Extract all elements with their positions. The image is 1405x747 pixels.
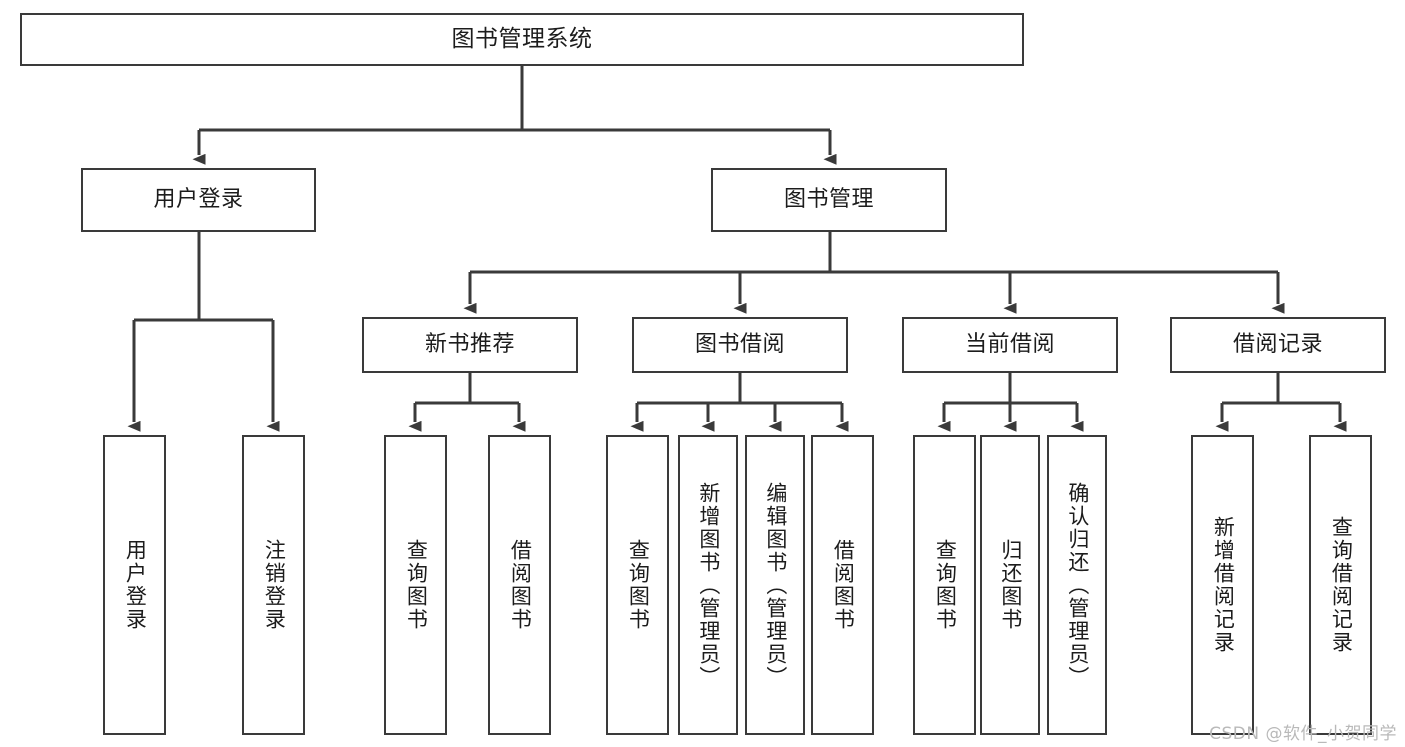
node-book-management-label: 图书管理	[783, 186, 874, 212]
leaf-add-book[interactable]: 新增图书（管理员）	[678, 435, 738, 735]
leaf-borrow-book-1-label: 借阅图书	[508, 539, 533, 631]
leaf-query-book-2[interactable]: 查询图书	[606, 435, 669, 735]
node-new-book-recommendation[interactable]: 新书推荐	[362, 317, 578, 373]
node-borrow-record-label: 借阅记录	[1232, 331, 1323, 357]
leaf-user-login-label: 用户登录	[123, 539, 148, 631]
leaf-query-borrow-record-label: 查询借阅记录	[1329, 516, 1354, 654]
leaf-borrow-book-1[interactable]: 借阅图书	[488, 435, 551, 735]
leaf-edit-book-label: 编辑图书（管理员）	[763, 481, 788, 689]
leaf-confirm-return-label: 确认归还（管理员）	[1065, 481, 1090, 689]
leaf-return-book[interactable]: 归还图书	[980, 435, 1040, 735]
node-book-borrow-label: 图书借阅	[694, 331, 785, 357]
leaf-query-book-2-label: 查询图书	[626, 539, 651, 631]
node-user-login-label: 用户登录	[153, 186, 244, 212]
leaf-add-borrow-record-label: 新增借阅记录	[1211, 516, 1236, 654]
leaf-query-book-1-label: 查询图书	[404, 539, 429, 631]
node-root-label: 图书管理系统	[451, 25, 593, 52]
node-book-management[interactable]: 图书管理	[711, 168, 947, 232]
node-book-borrow[interactable]: 图书借阅	[632, 317, 848, 373]
leaf-confirm-return[interactable]: 确认归还（管理员）	[1047, 435, 1107, 735]
leaf-return-book-label: 归还图书	[998, 539, 1023, 631]
leaf-borrow-book-2[interactable]: 借阅图书	[811, 435, 874, 735]
node-current-borrow[interactable]: 当前借阅	[902, 317, 1118, 373]
node-root[interactable]: 图书管理系统	[20, 13, 1024, 66]
leaf-add-book-label: 新增图书（管理员）	[696, 481, 721, 689]
node-user-login[interactable]: 用户登录	[81, 168, 316, 232]
leaf-add-borrow-record[interactable]: 新增借阅记录	[1191, 435, 1254, 735]
leaf-query-borrow-record[interactable]: 查询借阅记录	[1309, 435, 1372, 735]
leaf-query-book-3-label: 查询图书	[933, 539, 958, 631]
node-new-book-recommendation-label: 新书推荐	[424, 331, 515, 357]
watermark: CSDN @软件_小贺同学	[1209, 724, 1397, 744]
leaf-borrow-book-2-label: 借阅图书	[831, 539, 856, 631]
leaf-edit-book[interactable]: 编辑图书（管理员）	[745, 435, 805, 735]
node-borrow-record[interactable]: 借阅记录	[1170, 317, 1386, 373]
leaf-user-login[interactable]: 用户登录	[103, 435, 166, 735]
leaf-logout-label: 注销登录	[262, 539, 287, 631]
leaf-query-book-3[interactable]: 查询图书	[913, 435, 976, 735]
leaf-logout[interactable]: 注销登录	[242, 435, 305, 735]
leaf-query-book-1[interactable]: 查询图书	[384, 435, 447, 735]
node-current-borrow-label: 当前借阅	[964, 331, 1055, 357]
